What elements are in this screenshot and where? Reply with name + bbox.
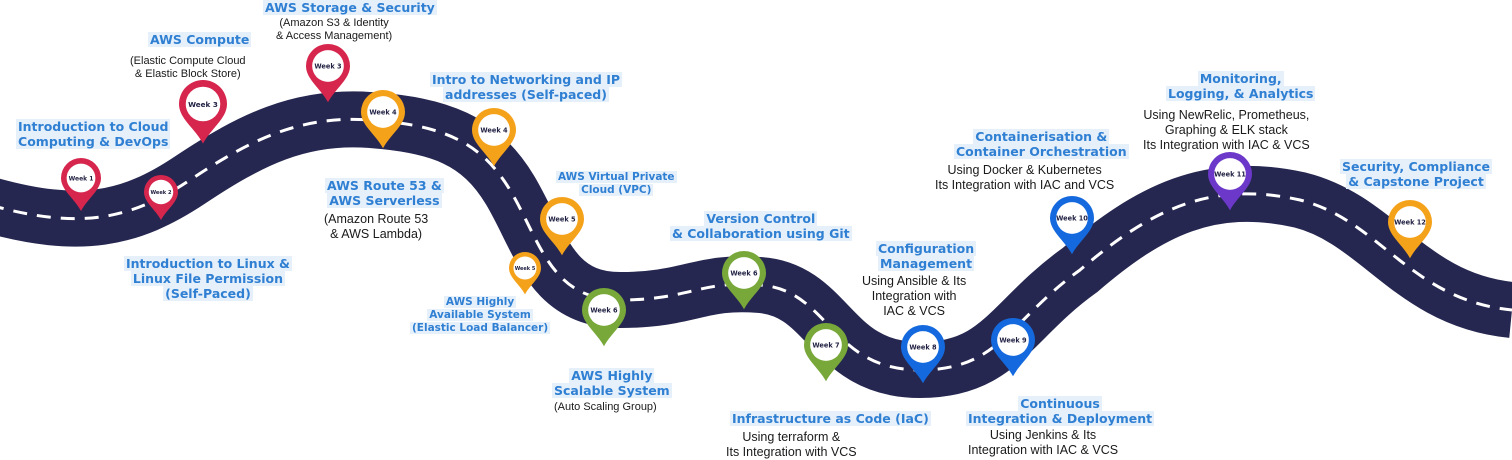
- pin-week-label: Week 7: [812, 342, 840, 350]
- topic-cicd-title: Continuous Integration & Deployment: [966, 396, 1155, 426]
- topic-iac-title: Infrastructure as Code (IaC): [730, 411, 931, 426]
- location-pin-icon: Week 7: [804, 322, 848, 382]
- location-pin-icon: Week 8: [901, 324, 945, 384]
- topic-intro-cloud-title: Introduction to Cloud Computing & DevOps: [16, 119, 171, 149]
- topic-intro-linux-title: Introduction to Linux & Linux File Permi…: [124, 256, 292, 301]
- topic-security-title: Security, Compliance & Capstone Project: [1340, 159, 1493, 189]
- topic-containers-desc: Using Docker & Kubernetes Its Integratio…: [935, 163, 1115, 192]
- location-pin-icon: Week 1: [61, 158, 101, 211]
- topic-config-title: Configuration Management: [876, 241, 977, 271]
- pin-week-label: Week 4: [369, 109, 397, 117]
- topic-aws-storage-title: AWS Storage & Security: [263, 0, 437, 15]
- topic-containers-title: Containerisation & Container Orchestrati…: [954, 129, 1129, 159]
- pin-week-label: Week 3: [314, 63, 342, 71]
- topic-scalable-desc: (Auto Scaling Group): [554, 401, 657, 413]
- location-pin-icon: Week 12: [1388, 199, 1432, 259]
- location-pin-icon: Week 6: [582, 287, 626, 347]
- location-pin-icon: Week 5: [540, 196, 584, 256]
- topic-networking-title: Intro to Networking and IP addresses (Se…: [430, 72, 623, 102]
- topic-cicd-desc: Using Jenkins & Its Integration with IAC…: [968, 428, 1119, 457]
- location-pin-icon: Week 9: [991, 317, 1035, 377]
- pin-week-label: Week 5: [515, 266, 536, 272]
- pin-week-label: Week 6: [590, 307, 618, 315]
- pin-week-label: Week 12: [1394, 219, 1426, 227]
- pin-week-label: Week 8: [909, 344, 937, 352]
- location-pin-icon: Week 4: [361, 89, 405, 149]
- topic-vpc-title: AWS Virtual Private Cloud (VPC): [556, 171, 677, 196]
- road-surface: [0, 91, 1512, 399]
- topic-scalable-title: AWS Highly Scalable System: [552, 368, 672, 398]
- topic-ha-title: AWS Highly Available System (Elastic Loa…: [410, 296, 551, 334]
- road-center-dashes: [0, 117, 1512, 372]
- pin-week-label: Week 3: [188, 100, 218, 109]
- pin-week-label: Week 11: [1214, 171, 1246, 179]
- topic-route53-title: AWS Route 53 & AWS Serverless: [325, 178, 444, 208]
- topic-monitoring-desc: Using NewRelic, Prometheus, Graphing & E…: [1143, 108, 1310, 152]
- pin-week-label: Week 9: [999, 337, 1027, 345]
- topic-route53-desc: (Amazon Route 53 & AWS Lambda): [324, 212, 429, 241]
- topic-monitoring-title: Monitoring, Logging, & Analytics: [1166, 71, 1316, 101]
- topic-iac-desc: Using terraform & Its Integration with V…: [726, 430, 857, 459]
- location-pin-icon: Week 5: [509, 251, 541, 295]
- pin-week-label: Week 6: [730, 270, 758, 278]
- location-pin-icon: Week 11: [1208, 151, 1252, 211]
- pin-week-label: Week 10: [1056, 215, 1088, 223]
- location-pin-icon: Week 10: [1050, 195, 1094, 255]
- topic-config-desc: Using Ansible & Its Integration with IAC…: [862, 274, 967, 318]
- pin-week-label: Week 1: [69, 175, 94, 182]
- location-pin-icon: Week 3: [306, 43, 350, 103]
- pin-week-label: Week 5: [548, 216, 576, 224]
- pin-week-label: Week 4: [480, 127, 508, 135]
- location-pin-icon: Week 3: [179, 79, 227, 144]
- topic-aws-compute-title: AWS Compute: [148, 32, 252, 47]
- location-pin-icon: Week 6: [722, 250, 766, 310]
- location-pin-icon: Week 2: [144, 174, 178, 221]
- pin-week-label: Week 2: [151, 190, 172, 196]
- topic-aws-storage-desc: (Amazon S3 & Identity & Access Managemen…: [276, 17, 393, 42]
- topic-git-title: Version Control & Collaboration using Gi…: [670, 211, 852, 241]
- location-pin-icon: Week 4: [472, 107, 516, 167]
- topic-aws-compute-desc: (Elastic Compute Cloud & Elastic Block S…: [130, 55, 246, 80]
